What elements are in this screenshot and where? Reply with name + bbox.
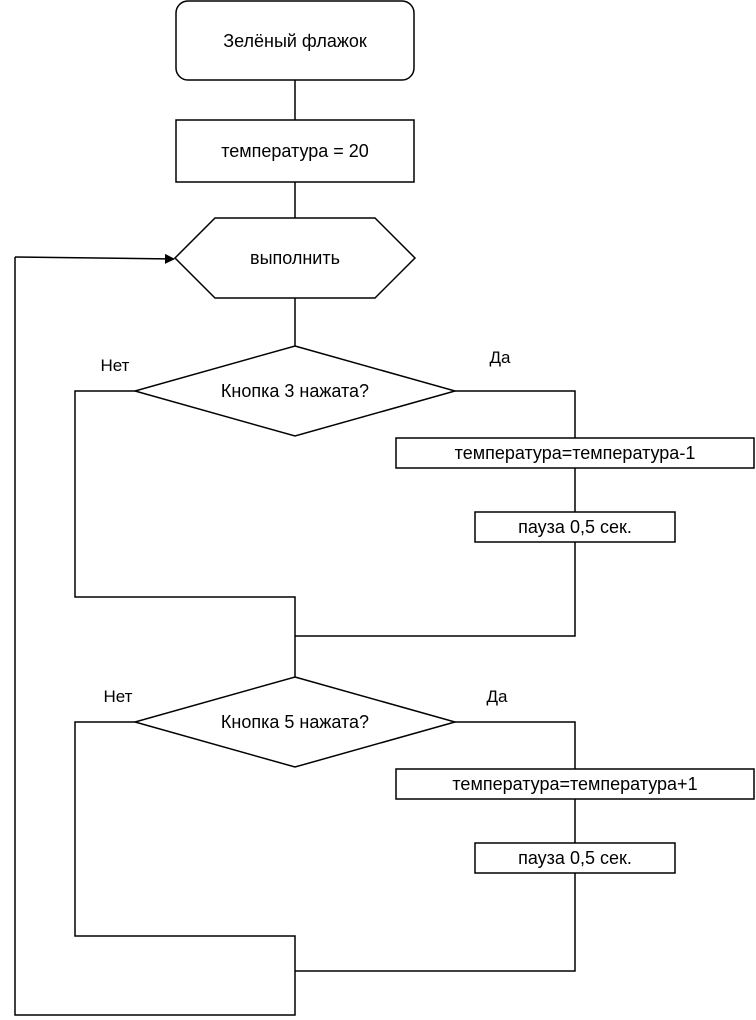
pause-node-2: пауза 0,5 сек. xyxy=(474,842,676,874)
edge-decision2-yes xyxy=(455,721,576,769)
edge-pause1-to-merge1 xyxy=(295,542,576,637)
edge-pause2-to-merge2 xyxy=(295,873,576,972)
pause-1-label: пауза 0,5 сек. xyxy=(518,517,632,537)
action-node-1: температура=температура-1 xyxy=(395,437,755,469)
decision-node-2: Кнопка 5 нажата? xyxy=(132,676,458,768)
edge-decision1-no xyxy=(74,390,296,636)
decision-1-label: Кнопка 3 нажата? xyxy=(221,381,369,401)
pause-node-1: пауза 0,5 сек. xyxy=(474,511,676,543)
init-node: температура = 20 xyxy=(175,119,415,183)
decision-1-yes-label: Да xyxy=(490,348,512,367)
action-2-label: температура=температура+1 xyxy=(452,774,697,794)
action-1-label: температура=температура-1 xyxy=(455,443,696,463)
decision-2-yes-label: Да xyxy=(487,687,509,706)
pause-2-label: пауза 0,5 сек. xyxy=(518,848,632,868)
init-label: температура = 20 xyxy=(221,141,369,161)
decision-1-no-label: Нет xyxy=(101,356,130,375)
decision-2-no-label: Нет xyxy=(104,687,133,706)
edge-loop-back-arrow xyxy=(14,253,175,264)
loop-node: выполнить xyxy=(173,217,417,299)
connectors xyxy=(14,80,576,1016)
decision-node-1: Кнопка 3 нажата? xyxy=(132,345,458,437)
start-label: Зелёный флажок xyxy=(223,31,367,51)
loop-label: выполнить xyxy=(250,248,340,268)
edge-decision2-no xyxy=(14,257,296,1016)
decision-2-label: Кнопка 5 нажата? xyxy=(221,712,369,732)
start-node: Зелёный флажок xyxy=(175,0,415,81)
edge-decision1-yes xyxy=(455,390,576,438)
action-node-2: температура=температура+1 xyxy=(395,768,755,800)
